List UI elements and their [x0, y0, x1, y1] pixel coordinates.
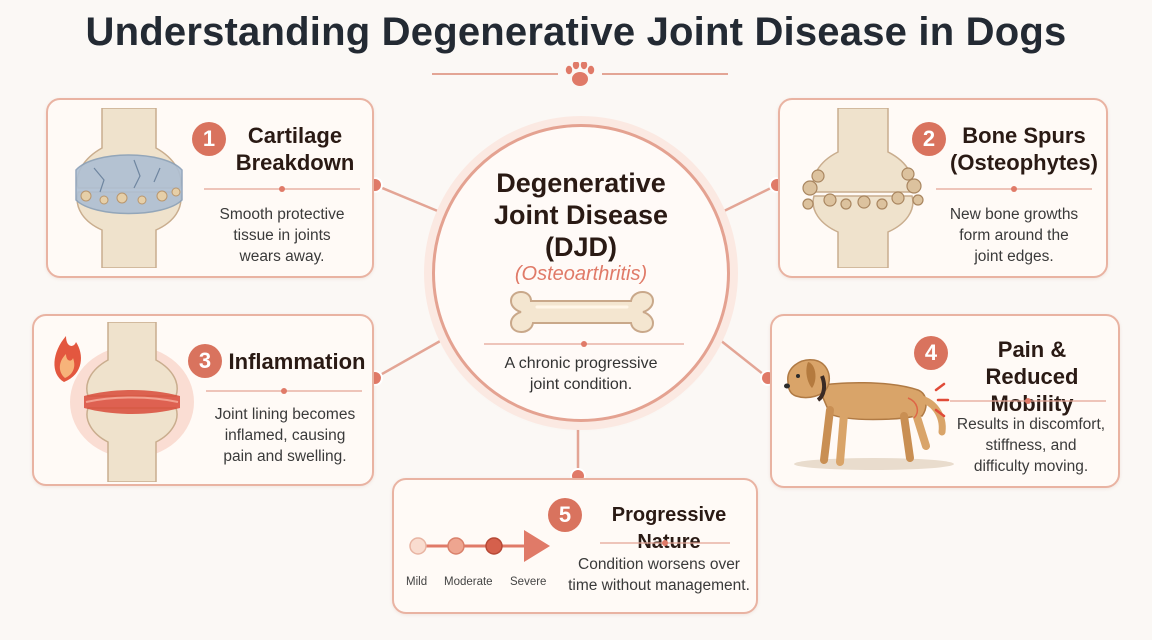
center-divider — [484, 341, 684, 347]
card-description: Condition worsens over time without mana… — [568, 556, 750, 594]
card-description: New bone growths form around the joint e… — [949, 206, 1079, 265]
stage-label-moderate: Moderate — [444, 576, 493, 588]
card-pain-reduced-mobility: 4 Pain & Reduced Mobility Results in dis… — [770, 314, 1120, 488]
bone-icon — [509, 291, 655, 333]
title-divider — [432, 62, 728, 86]
card-bone-spurs: 2 Bone Spurs (Osteophytes) New bone grow… — [778, 98, 1108, 278]
step-number-badge: 5 — [548, 498, 582, 532]
cartilage-joint-illustration — [75, 108, 183, 268]
card-divider — [600, 540, 730, 546]
inflamed-joint-illustration — [54, 322, 194, 482]
card-title: Inflammation — [228, 349, 366, 374]
card-title: Bone Spurs (Osteophytes) — [950, 123, 1098, 175]
step-number-badge: 2 — [912, 122, 946, 156]
card-title: Cartilage Breakdown — [235, 123, 355, 175]
center-title: Degenerative Joint Disease (DJD) — [493, 168, 669, 262]
stage-label-severe: Severe — [510, 576, 547, 588]
card-cartilage-breakdown: 1 Cartilage Breakdown Smooth protective … — [46, 98, 374, 278]
step-number-badge: 1 — [192, 122, 226, 156]
page-title: Understanding Degenerative Joint Disease… — [85, 10, 1067, 54]
card-progressive-nature: Mild Moderate Severe 5 Progressive Natur… — [392, 478, 758, 614]
card-divider — [936, 186, 1092, 192]
card-divider — [206, 388, 362, 394]
stage-label-mild: Mild — [406, 576, 428, 588]
step-number-badge: 4 — [914, 336, 948, 370]
stage-mild-dot — [409, 537, 427, 555]
paw-icon — [565, 62, 595, 86]
bone-spurs-illustration — [802, 108, 924, 268]
card-title: Progressive Nature — [611, 504, 727, 553]
card-description: Results in discomfort, stiffness, and di… — [956, 416, 1106, 475]
card-inflammation: 3 Inflammation Joint lining becomes infl… — [32, 314, 374, 486]
center-description: A chronic progressive joint condition. — [504, 355, 658, 393]
step-number-badge: 3 — [188, 344, 222, 378]
stage-moderate-dot — [447, 537, 465, 555]
card-description: Smooth protective tissue in joints wears… — [219, 206, 345, 265]
flame-icon — [54, 336, 81, 382]
card-title: Pain & Reduced Mobility — [985, 337, 1079, 416]
card-description: Joint lining becomes inflamed, causing p… — [214, 406, 356, 465]
progression-scale — [409, 530, 550, 562]
card-divider — [204, 186, 360, 192]
pain-mark-icon — [934, 382, 950, 418]
center-concept: Degenerative Joint Disease (DJD) (Osteoa… — [432, 124, 730, 422]
card-divider — [950, 398, 1106, 404]
stage-severe-dot — [485, 537, 503, 555]
center-subtitle: (Osteoarthritis) — [514, 263, 648, 285]
limping-dog-illustration — [784, 359, 954, 470]
